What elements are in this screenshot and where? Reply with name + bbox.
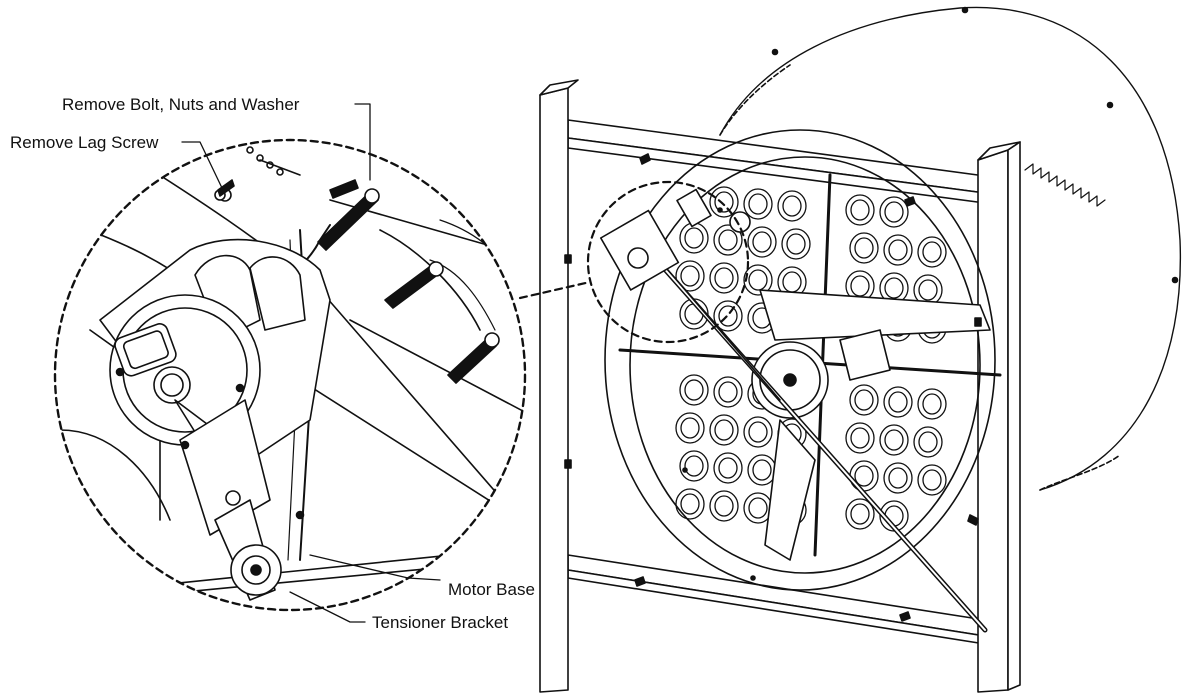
motor-small xyxy=(599,188,751,291)
perforation-hole xyxy=(781,228,811,260)
perforation-hole-inner xyxy=(714,495,734,517)
perforation-hole-inner xyxy=(786,233,806,255)
perforation-hole xyxy=(709,414,739,446)
perforation-hole-inner xyxy=(850,275,870,297)
perforation-hole-inner xyxy=(748,421,768,443)
perforation-hole-inner xyxy=(922,469,942,491)
perforation-hole xyxy=(845,194,875,226)
perforation-hole xyxy=(675,260,705,292)
perforation-hole-inner xyxy=(718,305,738,327)
perforation-hole xyxy=(849,384,879,416)
perforation-hole xyxy=(913,426,943,458)
callout-remove-lag-screw: Remove Lag Screw xyxy=(10,133,159,152)
drive-belt xyxy=(627,227,988,633)
perforation-hole xyxy=(713,300,743,332)
perforation-hole-inner xyxy=(884,277,904,299)
perforation-hole xyxy=(777,190,807,222)
perforation-hole-inner xyxy=(922,241,942,263)
perforation-hole xyxy=(709,186,739,218)
perforation-hole xyxy=(679,374,709,406)
perforation-hole xyxy=(879,196,909,228)
perforation-hole xyxy=(709,262,739,294)
perforation-hole xyxy=(883,234,913,266)
perforation-hole-inner xyxy=(888,391,908,413)
perforation-hole-inner xyxy=(684,455,704,477)
perforation-hole xyxy=(747,226,777,258)
detail-target-circle xyxy=(586,180,750,344)
perforation-hole-inner xyxy=(684,227,704,249)
perforation-hole-inner xyxy=(718,457,738,479)
perforation-hole-inner xyxy=(718,381,738,403)
perforation-hole-inner xyxy=(752,231,772,253)
frame-bolts xyxy=(564,153,982,622)
perforation-hole xyxy=(743,416,773,448)
perforation-hole-inner xyxy=(884,201,904,223)
perforation-hole xyxy=(917,464,947,496)
perforation-hole-inner xyxy=(850,427,870,449)
perforation-hole xyxy=(743,188,773,220)
perforation-hole xyxy=(709,490,739,522)
perforation-hole-inner xyxy=(918,431,938,453)
perforation-hole-inner xyxy=(782,271,802,293)
perforation-hole xyxy=(743,264,773,296)
perforation-hole xyxy=(883,462,913,494)
perforation-hole xyxy=(713,376,743,408)
perforation-hole-inner xyxy=(752,459,772,481)
perforation-hole-inner xyxy=(684,379,704,401)
perforation-hole-inner xyxy=(888,467,908,489)
perforation-hole xyxy=(713,224,743,256)
perforation-hole xyxy=(713,452,743,484)
perforation-hole-inner xyxy=(714,191,734,213)
wooden-frame xyxy=(539,79,1021,693)
perforation-hole-inner xyxy=(854,465,874,487)
perforation-hole-inner xyxy=(748,193,768,215)
perforation-hole xyxy=(845,422,875,454)
callout-leader-lines xyxy=(181,103,441,623)
perforation-hole-inner xyxy=(714,267,734,289)
perforation-hole-inner xyxy=(918,279,938,301)
perforation-hole-inner xyxy=(850,503,870,525)
perforation-hole-inner xyxy=(854,389,874,411)
perforation-hole xyxy=(675,412,705,444)
perforation-hole-inner xyxy=(748,497,768,519)
perforation-hole-inner xyxy=(922,393,942,415)
perforation-hole-inner xyxy=(782,195,802,217)
perforation-hole xyxy=(679,450,709,482)
perforation-hole-inner xyxy=(680,417,700,439)
perforation-hole xyxy=(845,498,875,530)
enlarged-detail xyxy=(53,138,527,612)
perforation-hole xyxy=(849,232,879,264)
perforation-hole-inner xyxy=(714,419,734,441)
perforation-hole xyxy=(917,236,947,268)
perforation-hole xyxy=(879,424,909,456)
perforation-hole-inner xyxy=(854,237,874,259)
callout-remove-bolt: Remove Bolt, Nuts and Washer xyxy=(62,95,300,114)
callout-motor-base: Motor Base xyxy=(448,580,535,599)
perforation-hole-inner xyxy=(884,429,904,451)
callout-tensioner-bracket: Tensioner Bracket xyxy=(372,613,509,632)
perforation-hole-inner xyxy=(680,265,700,287)
fan-housing-drum xyxy=(719,6,1182,491)
perforation-hole-inner xyxy=(680,493,700,515)
fan-blade xyxy=(751,289,991,561)
perforation-hole-inner xyxy=(850,199,870,221)
detail-connector xyxy=(518,280,592,300)
perforation-hole-inner xyxy=(718,229,738,251)
perforation-hole xyxy=(675,488,705,520)
perforation-hole-inner xyxy=(888,239,908,261)
perforation-hole-inner xyxy=(748,269,768,291)
perforation-hole xyxy=(917,388,947,420)
perforation-hole xyxy=(883,386,913,418)
